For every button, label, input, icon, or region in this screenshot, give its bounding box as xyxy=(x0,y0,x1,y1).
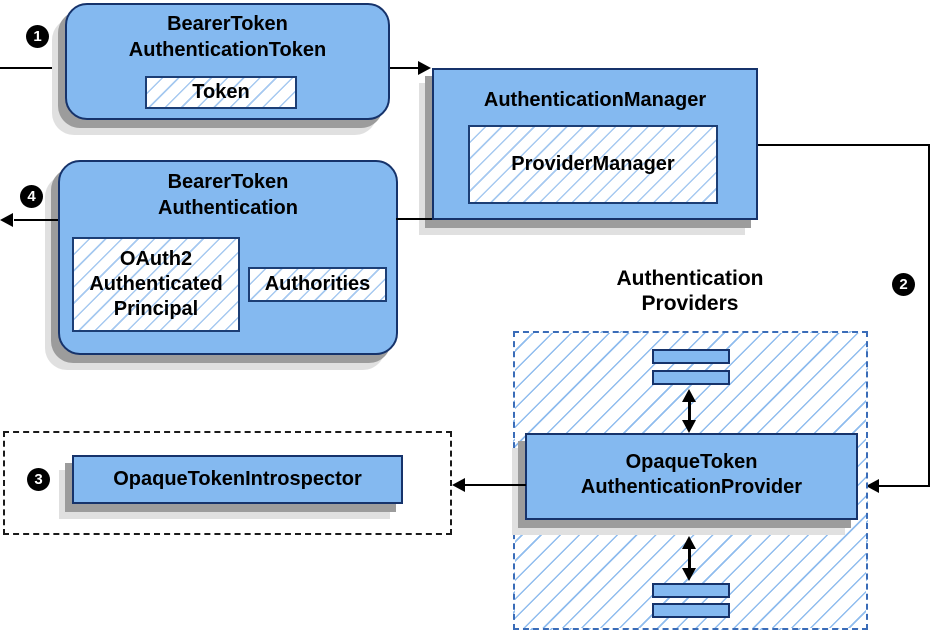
provider-manager-inner-box: ProviderManager xyxy=(468,125,718,204)
arrowhead-up-icon xyxy=(682,536,696,549)
provider-manager-label: ProviderManager xyxy=(511,153,675,175)
label-line: Providers xyxy=(641,292,739,315)
flow-line-step2-top xyxy=(758,144,930,146)
arrowhead-left-icon xyxy=(0,213,13,227)
flow-line-step3 xyxy=(464,484,526,486)
flow-line-step4 xyxy=(14,219,58,221)
opaque-token-introspector-group-box: OpaqueTokenIntrospector xyxy=(3,431,452,535)
node-title-line: AuthenticationProvider xyxy=(580,476,803,498)
authentication-providers-label: Authentication Providers xyxy=(570,266,810,316)
bidirectional-arrow-icon xyxy=(682,389,696,433)
step-badge-1: 1 xyxy=(26,25,49,48)
provider-list-item-bar xyxy=(652,603,730,618)
step-number: 2 xyxy=(899,276,908,293)
flow-line-step1 xyxy=(0,67,65,69)
node-opaque-token-authentication-provider: OpaqueToken AuthenticationProvider xyxy=(525,433,858,520)
provider-list-item-bar xyxy=(652,583,730,598)
arrowhead-left-icon xyxy=(866,479,879,493)
token-inner-box: Token xyxy=(145,76,297,109)
oauth2-authenticated-principal-box: OAuth2 Authenticated Principal xyxy=(72,237,240,332)
step-badge-4: 4 xyxy=(20,185,43,208)
arrow-stem xyxy=(687,402,691,420)
arrowhead-down-icon xyxy=(682,568,696,581)
label-line: Authentication xyxy=(616,267,764,290)
node-authentication-manager: AuthenticationManager ProviderManager xyxy=(432,68,758,220)
principal-line: Principal xyxy=(113,298,199,320)
node-title: OpaqueTokenIntrospector xyxy=(113,468,362,490)
flow-line-return xyxy=(396,218,432,220)
provider-list-item-bar xyxy=(652,370,730,385)
step-badge-3: 3 xyxy=(27,468,50,491)
flow-line xyxy=(390,67,419,69)
authentication-providers-group-box: OpaqueToken AuthenticationProvider xyxy=(513,331,868,630)
node-title-line: Authentication xyxy=(158,197,298,219)
provider-list-item-bar xyxy=(652,349,730,364)
step-badge-2: 2 xyxy=(892,273,915,296)
step-number: 4 xyxy=(27,188,36,205)
node-title-line: BearerToken xyxy=(167,13,288,35)
bidirectional-arrow-icon xyxy=(682,536,696,581)
arrowhead-down-icon xyxy=(682,420,696,433)
arrowhead-up-icon xyxy=(682,389,696,402)
step-number: 3 xyxy=(34,471,43,488)
node-bearer-token-authentication: BearerToken Authentication OAuth2 Authen… xyxy=(58,160,398,355)
node-bearer-token-authentication-token: BearerToken AuthenticationToken Token xyxy=(65,3,390,120)
node-title: AuthenticationManager xyxy=(483,89,707,111)
node-title-line: BearerToken xyxy=(167,171,289,193)
flow-line-step2-vertical xyxy=(928,144,930,487)
principal-line: Authenticated xyxy=(89,273,223,295)
node-opaque-token-introspector: OpaqueTokenIntrospector xyxy=(72,455,403,504)
authorities-box: Authorities xyxy=(248,267,387,302)
arrowhead-right-icon xyxy=(418,61,431,75)
arrow-stem xyxy=(687,549,691,568)
flow-line-step2-bottom xyxy=(877,485,930,487)
step-number: 1 xyxy=(33,28,42,45)
principal-line: OAuth2 xyxy=(119,248,193,270)
arrowhead-left-icon xyxy=(452,478,465,492)
node-title-line: OpaqueToken xyxy=(625,451,758,473)
authorities-label: Authorities xyxy=(264,273,371,295)
node-title-line: AuthenticationToken xyxy=(128,39,327,61)
token-label: Token xyxy=(192,81,250,103)
